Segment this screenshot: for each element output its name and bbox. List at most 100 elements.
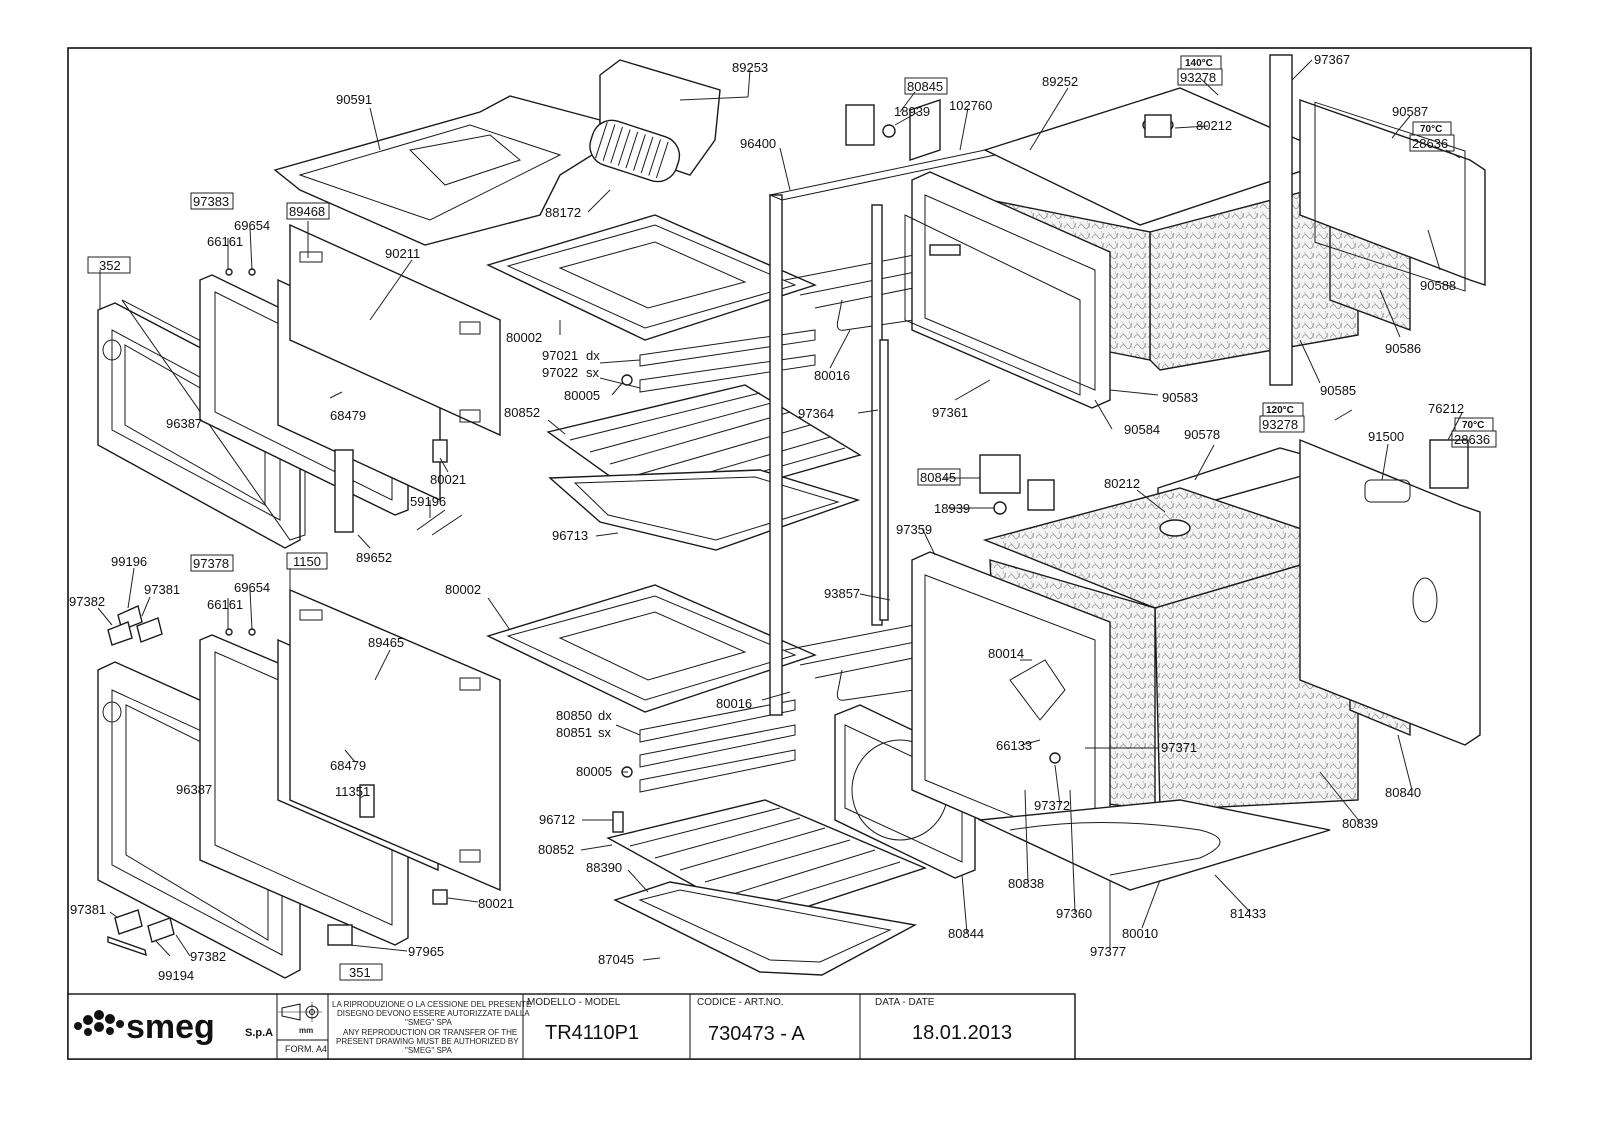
label-97377: 97377 (1090, 944, 1126, 959)
label-69654-lower: 69654 (234, 580, 270, 595)
model-value: TR4110P1 (545, 1022, 639, 1044)
code-header: CODICE - ART.NO. (697, 997, 784, 1008)
label-93278-lower: 93278 (1262, 417, 1298, 432)
label-97378: 97378 (193, 556, 229, 571)
label-97364: 97364 (798, 406, 834, 421)
logo-text: smeg (126, 1008, 215, 1046)
label-80852-upper: 80852 (504, 405, 540, 420)
label-90587: 90587 (1392, 104, 1428, 119)
label-97359: 97359 (896, 522, 932, 537)
label-80005-lower: 80005 (576, 764, 612, 779)
upper-baking-tray (486, 214, 817, 341)
label-80212-lower: 80212 (1104, 476, 1140, 491)
upper-cavity-front-frame (911, 171, 1111, 409)
label-80212-upper: 80212 (1196, 118, 1232, 133)
label-80839: 80839 (1342, 816, 1378, 831)
label-89468: 89468 (289, 204, 325, 219)
label-97382-upper: 97382 (69, 594, 105, 609)
notice-it-2: DISEGNO DEVONO ESSERE AUTORIZZATE DALLA (337, 1009, 530, 1018)
notice-en-3: "SMEG" SPA (405, 1046, 453, 1055)
label-80021-lower: 80021 (478, 896, 514, 911)
label-352: 352 (99, 258, 121, 273)
label-66161-lower: 66161 (207, 597, 243, 612)
lower-baking-tray (486, 584, 817, 713)
label-88172: 88172 (545, 205, 581, 220)
label-76212: 76212 (1428, 401, 1464, 416)
label-97367: 97367 (1314, 52, 1350, 67)
label-97360: 97360 (1056, 906, 1092, 921)
divider-panel (769, 194, 783, 716)
label-90578: 90578 (1184, 427, 1220, 442)
label-28636-upper: 28636 (1412, 136, 1448, 151)
upper-cavity-group (845, 54, 1486, 409)
upper-door-group (97, 59, 721, 549)
date-header: DATA - DATE (875, 997, 935, 1008)
label-70c-upper: 70°C (1420, 124, 1442, 135)
notice-en-2: PRESENT DRAWING MUST BE AUTHORIZED BY (336, 1037, 519, 1046)
label-97022-sx: sx (586, 365, 600, 380)
label-80016-upper: 80016 (814, 368, 850, 383)
notice-en-1: ANY REPRODUCTION OR TRANSFER OF THE (343, 1028, 517, 1037)
label-80844: 80844 (948, 926, 984, 941)
label-99194: 99194 (158, 968, 194, 983)
label-140c: 140°C (1185, 58, 1213, 69)
label-66161-upper: 66161 (207, 234, 243, 249)
label-69654-upper: 69654 (234, 218, 270, 233)
label-66133: 66133 (996, 738, 1032, 753)
label-59196: 59196 (410, 494, 446, 509)
label-87045: 87045 (598, 952, 634, 967)
unit-mm: mm (299, 1026, 313, 1035)
label-80005-upper: 80005 (564, 388, 600, 403)
heating-group (768, 149, 997, 879)
label-80014: 80014 (988, 646, 1024, 661)
form-size: FORM. A4 (285, 1044, 327, 1054)
upper-inner-glass-2 (289, 223, 501, 437)
label-120c: 120°C (1266, 405, 1294, 416)
upper-back-plate (1299, 99, 1486, 286)
label-90588: 90588 (1420, 278, 1456, 293)
upper-hinge (334, 449, 354, 533)
label-91500: 91500 (1368, 429, 1404, 444)
label-93278-upper: 93278 (1180, 70, 1216, 85)
label-89253: 89253 (732, 60, 768, 75)
label-70c-lower: 70°C (1462, 420, 1484, 431)
lower-back-plate (1299, 438, 1481, 746)
label-99196: 99196 (111, 554, 147, 569)
label-80021-upper: 80021 (430, 472, 466, 487)
lower-cavity-group (911, 438, 1481, 891)
label-97021-dx: dx (586, 348, 600, 363)
smeg-logo: smeg S.p.A (74, 1008, 273, 1046)
label-96713: 96713 (552, 528, 588, 543)
label-89652: 89652 (356, 550, 392, 565)
label-97372: 97372 (1034, 798, 1070, 813)
notice-it-3: "SMEG" SPA (405, 1018, 453, 1027)
roasting-pan (613, 881, 918, 976)
title-block: smeg S.p.A mm FORM. A4 LA RIPRODUZIONE O… (67, 993, 1076, 1060)
label-88390: 88390 (586, 860, 622, 875)
accessories-group (486, 214, 927, 976)
label-90586: 90586 (1385, 341, 1421, 356)
label-80010: 80010 (1122, 926, 1158, 941)
label-97381-lower: 97381 (70, 902, 106, 917)
lower-inner-glass-2 (289, 588, 501, 892)
label-80016-lower: 80016 (716, 696, 752, 711)
label-93857: 93857 (824, 586, 860, 601)
label-80002-upper: 80002 (506, 330, 542, 345)
label-96387-upper: 96387 (166, 416, 202, 431)
lower-door-group (97, 588, 501, 979)
label-97383: 97383 (193, 194, 229, 209)
label-96400: 96400 (740, 136, 776, 151)
upper-door-outer-panel (97, 302, 301, 549)
duct-plate (273, 95, 601, 246)
label-90584: 90584 (1124, 422, 1160, 437)
label-90211: 90211 (385, 246, 420, 261)
projection-symbol (278, 1002, 322, 1022)
label-96387-lower: 96387 (176, 782, 212, 797)
leader-lines (97, 59, 1463, 961)
label-90591: 90591 (336, 92, 372, 107)
label-18939-lower: 18939 (934, 501, 970, 516)
label-80002-lower: 80002 (445, 582, 481, 597)
label-90583: 90583 (1162, 390, 1198, 405)
part-labels: 90591 89253 88172 97383 69654 66161 8946… (69, 52, 1497, 983)
